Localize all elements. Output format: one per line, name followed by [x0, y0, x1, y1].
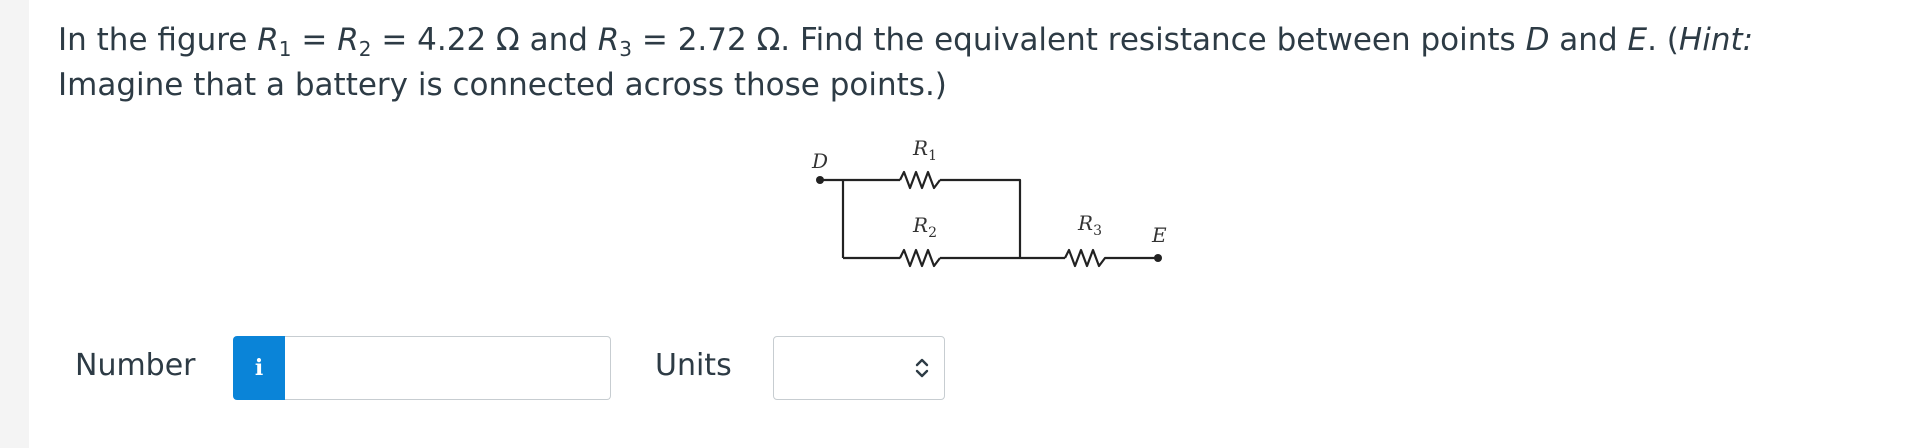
- r2-symbol: R: [337, 22, 359, 58]
- units-select[interactable]: [773, 336, 945, 400]
- label-r3: R3: [1077, 211, 1102, 239]
- r12-value: = 4.22 Ω and: [371, 22, 598, 58]
- info-icon[interactable]: i: [233, 336, 285, 400]
- punctuation: . (: [1647, 22, 1679, 58]
- label-r2: R2: [912, 213, 937, 241]
- r3-value: = 2.72 Ω. Find the equivalent resistance…: [632, 22, 1526, 58]
- question-intro: In the figure: [58, 22, 258, 58]
- label-e: E: [1151, 223, 1167, 247]
- label-r1: R1: [912, 136, 937, 164]
- r1-subscript: 1: [278, 37, 292, 61]
- chevron-up-down-icon: [915, 358, 929, 378]
- units-label: Units: [655, 348, 732, 383]
- r2-subscript: 2: [358, 37, 372, 61]
- hint-label: Hint:: [1678, 22, 1754, 58]
- point-e: E: [1627, 22, 1648, 58]
- conjunction: and: [1549, 22, 1628, 58]
- top-wire: [820, 170, 1022, 258]
- r3-subscript: 3: [619, 37, 633, 61]
- circuit-diagram: D E R1 R2 R3: [811, 136, 1167, 268]
- number-input[interactable]: [285, 336, 611, 400]
- terminal-e: [1154, 254, 1162, 262]
- equals-sign: =: [291, 22, 338, 58]
- r3-symbol: R: [597, 22, 620, 58]
- question-text: In the figure R1 = R2 = 4.22 Ω and R3 = …: [58, 18, 1888, 108]
- label-d: D: [811, 149, 828, 173]
- r3-resistor: [1064, 248, 1158, 268]
- r1-symbol: R: [257, 22, 279, 58]
- terminal-d: [816, 176, 824, 184]
- number-label: Number: [75, 348, 196, 383]
- bottom-wire: [843, 248, 1065, 268]
- hint-text: Imagine that a battery is connected acro…: [58, 67, 947, 103]
- point-d: D: [1525, 22, 1550, 58]
